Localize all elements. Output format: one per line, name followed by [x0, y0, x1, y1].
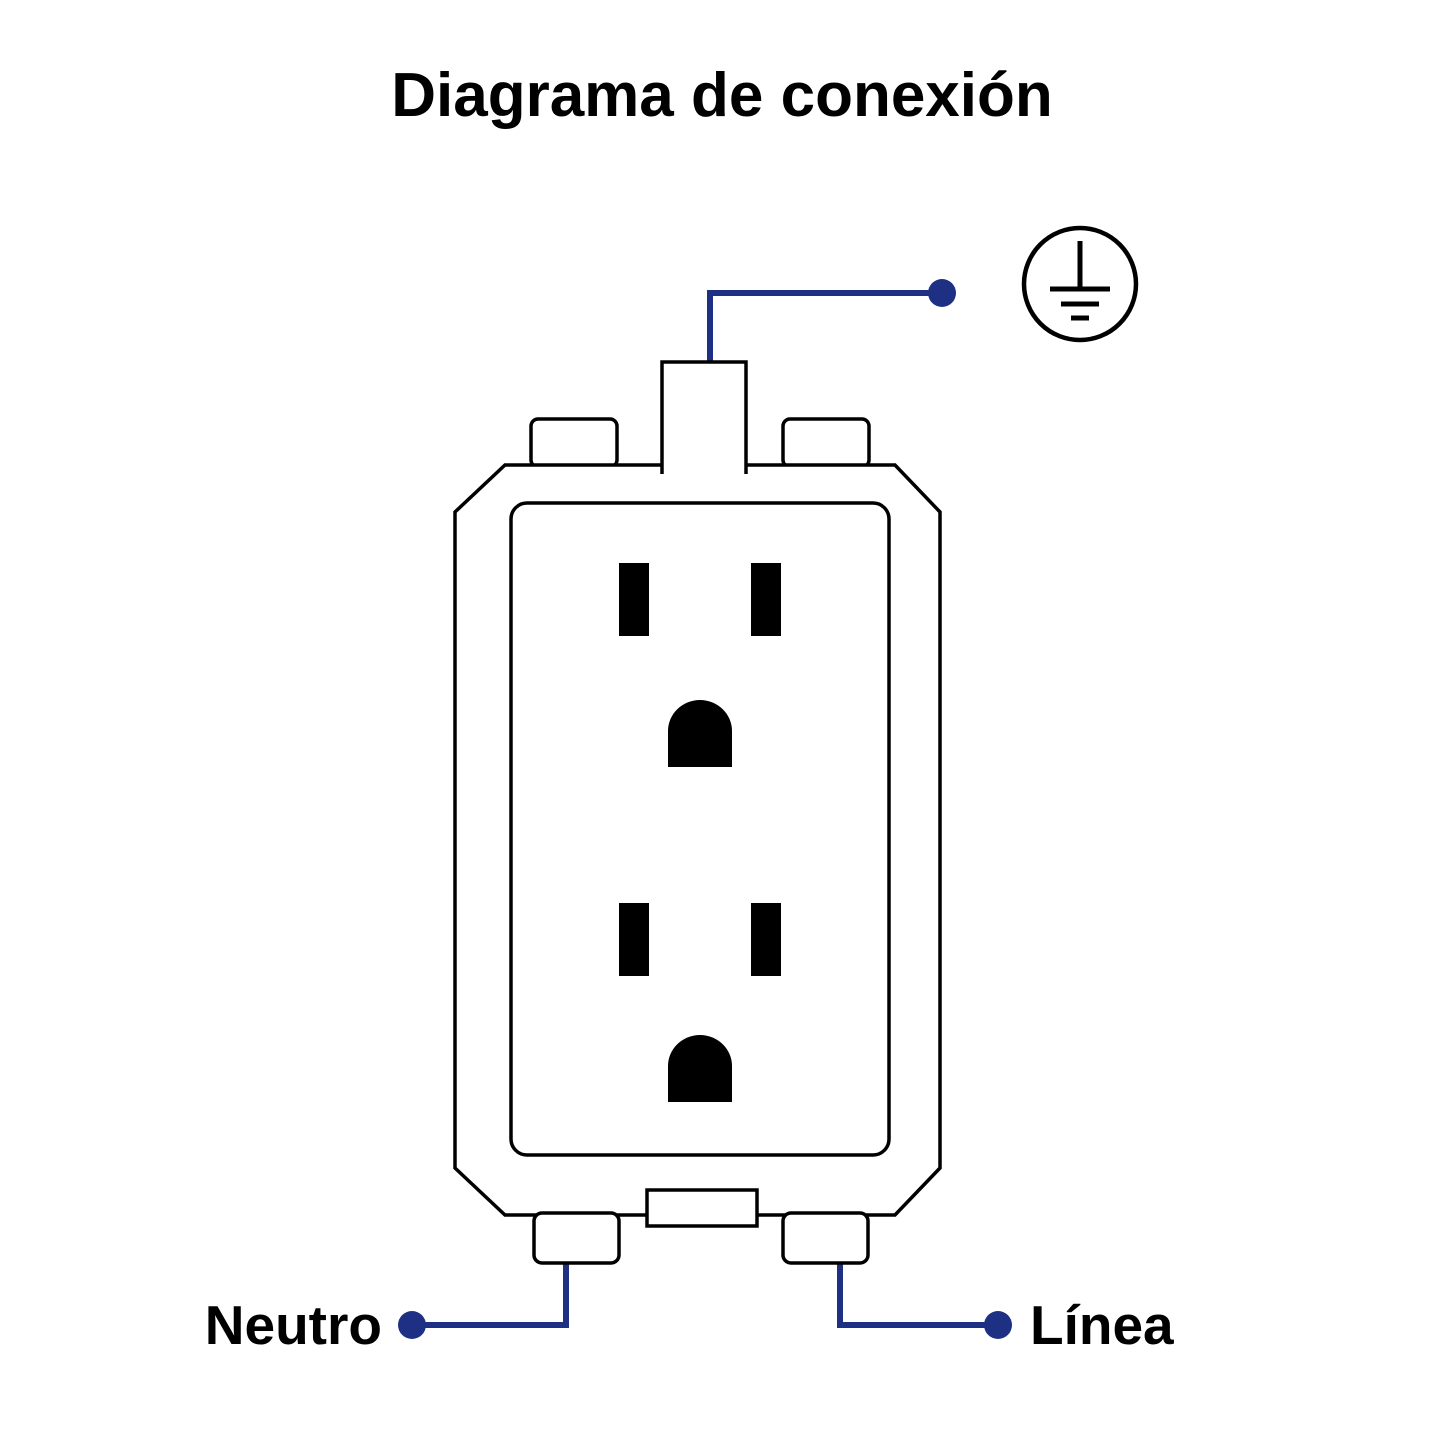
- ground-wire: [707, 290, 942, 368]
- top-receptacle-right-slot: [751, 563, 781, 636]
- line-connection: Línea: [837, 1260, 1174, 1356]
- bottom-receptacle-ground-hole: [668, 1035, 732, 1102]
- top-receptacle-ground-hole: [668, 700, 732, 767]
- ground-connection: [707, 279, 956, 368]
- line-wire-dot: [984, 1311, 1012, 1339]
- bottom-receptacle-right-slot: [751, 903, 781, 976]
- outlet-drawing: [453, 360, 942, 1265]
- outlet-top-ear-left: [529, 417, 619, 469]
- ground-icon: [1021, 225, 1139, 343]
- top-receptacle-left-slot: [619, 563, 649, 636]
- line-label: Línea: [1030, 1294, 1174, 1356]
- outlet-bottom-center-tab: [645, 1188, 759, 1228]
- outlet-top-ear-right: [781, 417, 871, 469]
- outlet-ground-terminal-tab: [660, 360, 748, 474]
- page-title: Diagrama de conexión: [391, 61, 1053, 130]
- ground-wire-dot: [928, 279, 956, 307]
- bottom-receptacle-left-slot: [619, 903, 649, 976]
- outlet-face-plate: [509, 501, 891, 1157]
- neutral-wire: [412, 1260, 569, 1328]
- outlet-neutral-terminal-tab: [532, 1211, 621, 1265]
- neutral-label: Neutro: [205, 1294, 382, 1356]
- neutral-wire-dot: [398, 1311, 426, 1339]
- neutral-connection: Neutro: [205, 1260, 569, 1356]
- outlet-line-terminal-tab: [781, 1211, 870, 1265]
- line-wire: [837, 1260, 998, 1328]
